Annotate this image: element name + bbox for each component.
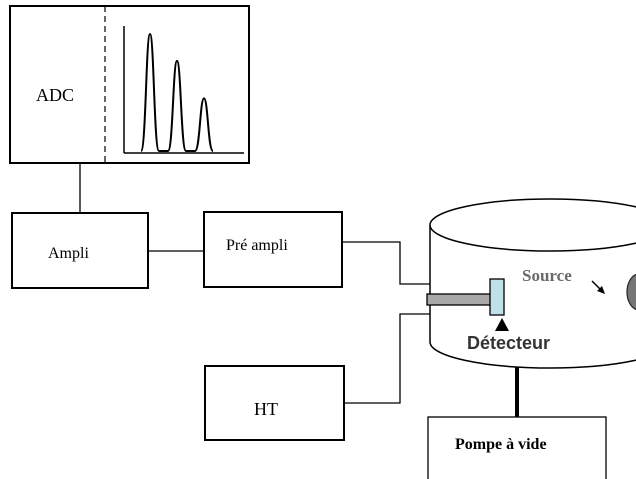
detector-label: Détecteur [467,333,550,353]
chamber-body [429,225,636,369]
pump-label: Pompe à vide [455,436,547,453]
adc-label: ADC [36,85,74,105]
vacuum-chamber [429,198,636,369]
preampli-label: Pré ampli [226,237,288,254]
ht-label: HT [254,399,278,419]
preampli-box [203,211,343,288]
adc-block: ADC [9,5,250,164]
ht-box [204,365,345,441]
connections [79,163,519,417]
pump-box [427,416,607,479]
wire-ht-detector [344,313,430,404]
spectrum-plot [123,26,244,154]
source-arrow-head [597,286,605,294]
vacuum-pump: Pompe à vide [427,416,607,479]
ht-block: HT [204,365,345,441]
source: Source [522,266,636,311]
source-disc [626,273,636,311]
ampli-block: Ampli [11,212,149,289]
chamber-top [429,198,636,252]
detector-pointer-arrow [495,318,509,331]
detector: Détecteur [426,278,550,353]
ampli-box [11,212,149,289]
detector-element [489,278,505,316]
spectrum-curve [140,33,214,152]
source-label: Source [522,266,572,285]
detector-holder-rod [426,293,492,306]
preampli-block: Pré ampli [203,211,343,288]
wire-preampli-detector [342,241,430,285]
ampli-label: Ampli [48,245,89,262]
